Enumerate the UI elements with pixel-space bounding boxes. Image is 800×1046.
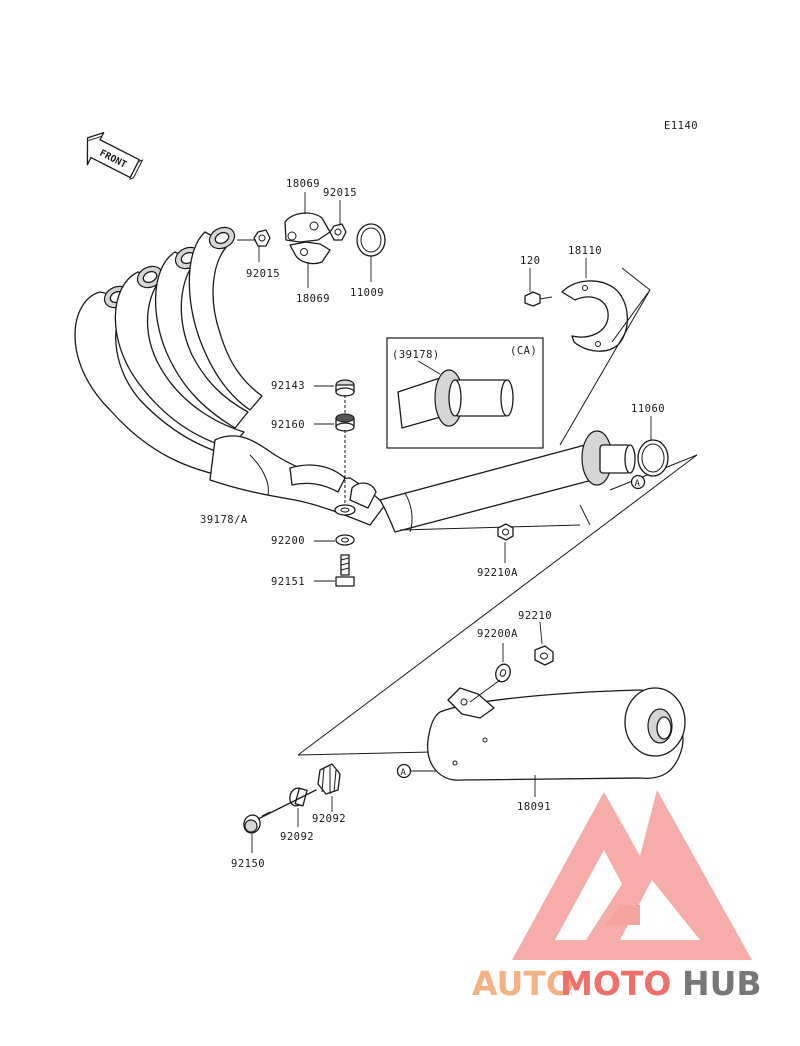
part-label-11009[interactable]: 11009 (350, 287, 384, 299)
mount-hardware (314, 379, 356, 587)
front-arrow-icon: FRONT (86, 131, 144, 180)
part-label-39178a[interactable]: 39178/A (200, 514, 248, 526)
reference-lines (297, 267, 698, 756)
exhaust-header-pipes (74, 226, 601, 533)
part-label-18069-top[interactable]: 18069 (286, 178, 320, 190)
part-label-92210a[interactable]: 92210A (477, 567, 518, 579)
automotohub-logo: AUTO MOTO HUB (472, 790, 762, 1003)
inset-box (386, 337, 544, 449)
part-label-92092-right[interactable]: 92092 (312, 813, 346, 825)
part-label-120[interactable]: 120 (520, 255, 540, 267)
part-label-92143[interactable]: 92143 (271, 380, 305, 392)
header-flange-parts (237, 192, 386, 288)
inset-note: (CA) (510, 345, 537, 357)
part-label-92210[interactable]: 92210 (518, 610, 552, 622)
logo-text-moto: MOTO (560, 964, 671, 1003)
muffler-18091: A (396, 679, 686, 797)
part-label-18110[interactable]: 18110 (568, 245, 602, 257)
muffler-mount-hardware (495, 621, 554, 683)
nut-92210a (497, 523, 514, 563)
part-label-92200a[interactable]: 92200A (477, 628, 518, 640)
part-label-92015-left[interactable]: 92015 (246, 268, 280, 280)
part-label-92092-left[interactable]: 92092 (280, 831, 314, 843)
inset-ref-label: (39178) (392, 349, 440, 361)
callout-a-upper: A (635, 479, 641, 489)
pipe-outlet-parts: A (581, 416, 669, 490)
part-label-11060[interactable]: 11060 (631, 403, 665, 415)
part-label-92015-top[interactable]: 92015 (323, 187, 357, 199)
heat-shield-parts (524, 258, 629, 352)
part-label-18091[interactable]: 18091 (517, 801, 551, 813)
logo-text-auto: AUTO (472, 964, 574, 1003)
part-label-92151[interactable]: 92151 (271, 576, 305, 588)
part-label-92200[interactable]: 92200 (271, 535, 305, 547)
rear-mount-hardware (243, 763, 341, 853)
part-label-92150[interactable]: 92150 (231, 858, 265, 870)
part-label-18069-bottom[interactable]: 18069 (296, 293, 330, 305)
diagram-code: E1140 (664, 120, 698, 132)
logo-text-hub: HUB (682, 964, 762, 1003)
part-label-92160[interactable]: 92160 (271, 419, 305, 431)
callout-a-lower: A (401, 768, 407, 778)
